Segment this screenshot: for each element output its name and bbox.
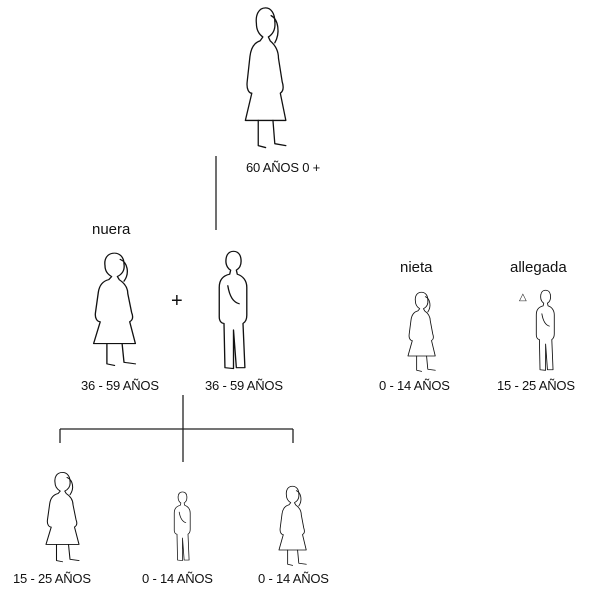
son-age-label: 36 - 59 AÑOS: [205, 378, 283, 393]
granddaughter-age-label: 0 - 14 AÑOS: [379, 378, 450, 393]
lodger-figure: [535, 289, 555, 371]
grandmother-figure: [244, 7, 287, 149]
nuera-role-label: nuera: [92, 221, 131, 238]
child-1-age-label: 15 - 25 AÑOS: [13, 571, 91, 586]
son-figure: [218, 250, 248, 370]
lodger-age-label: 15 - 25 AÑOS: [497, 378, 575, 393]
child-1-figure: [45, 471, 80, 563]
grandmother-age-label: 60 AÑOS 0 +: [246, 160, 321, 175]
allegada-role-label: allegada: [510, 259, 567, 276]
child-2-figure: [173, 491, 191, 561]
child-2-age-label: 0 - 14 AÑOS: [142, 571, 213, 586]
nieta-role-label: nieta: [400, 259, 433, 276]
child-3-figure: [278, 485, 307, 566]
daughter-in-law-age-label: 36 - 59 AÑOS: [81, 378, 159, 393]
union-plus-symbol: +: [171, 290, 183, 312]
granddaughter-figure: [407, 291, 436, 372]
lodger-triangle-marker: △: [519, 292, 527, 303]
child-3-age-label: 0 - 14 AÑOS: [258, 571, 329, 586]
daughter-in-law-figure: [92, 252, 137, 367]
